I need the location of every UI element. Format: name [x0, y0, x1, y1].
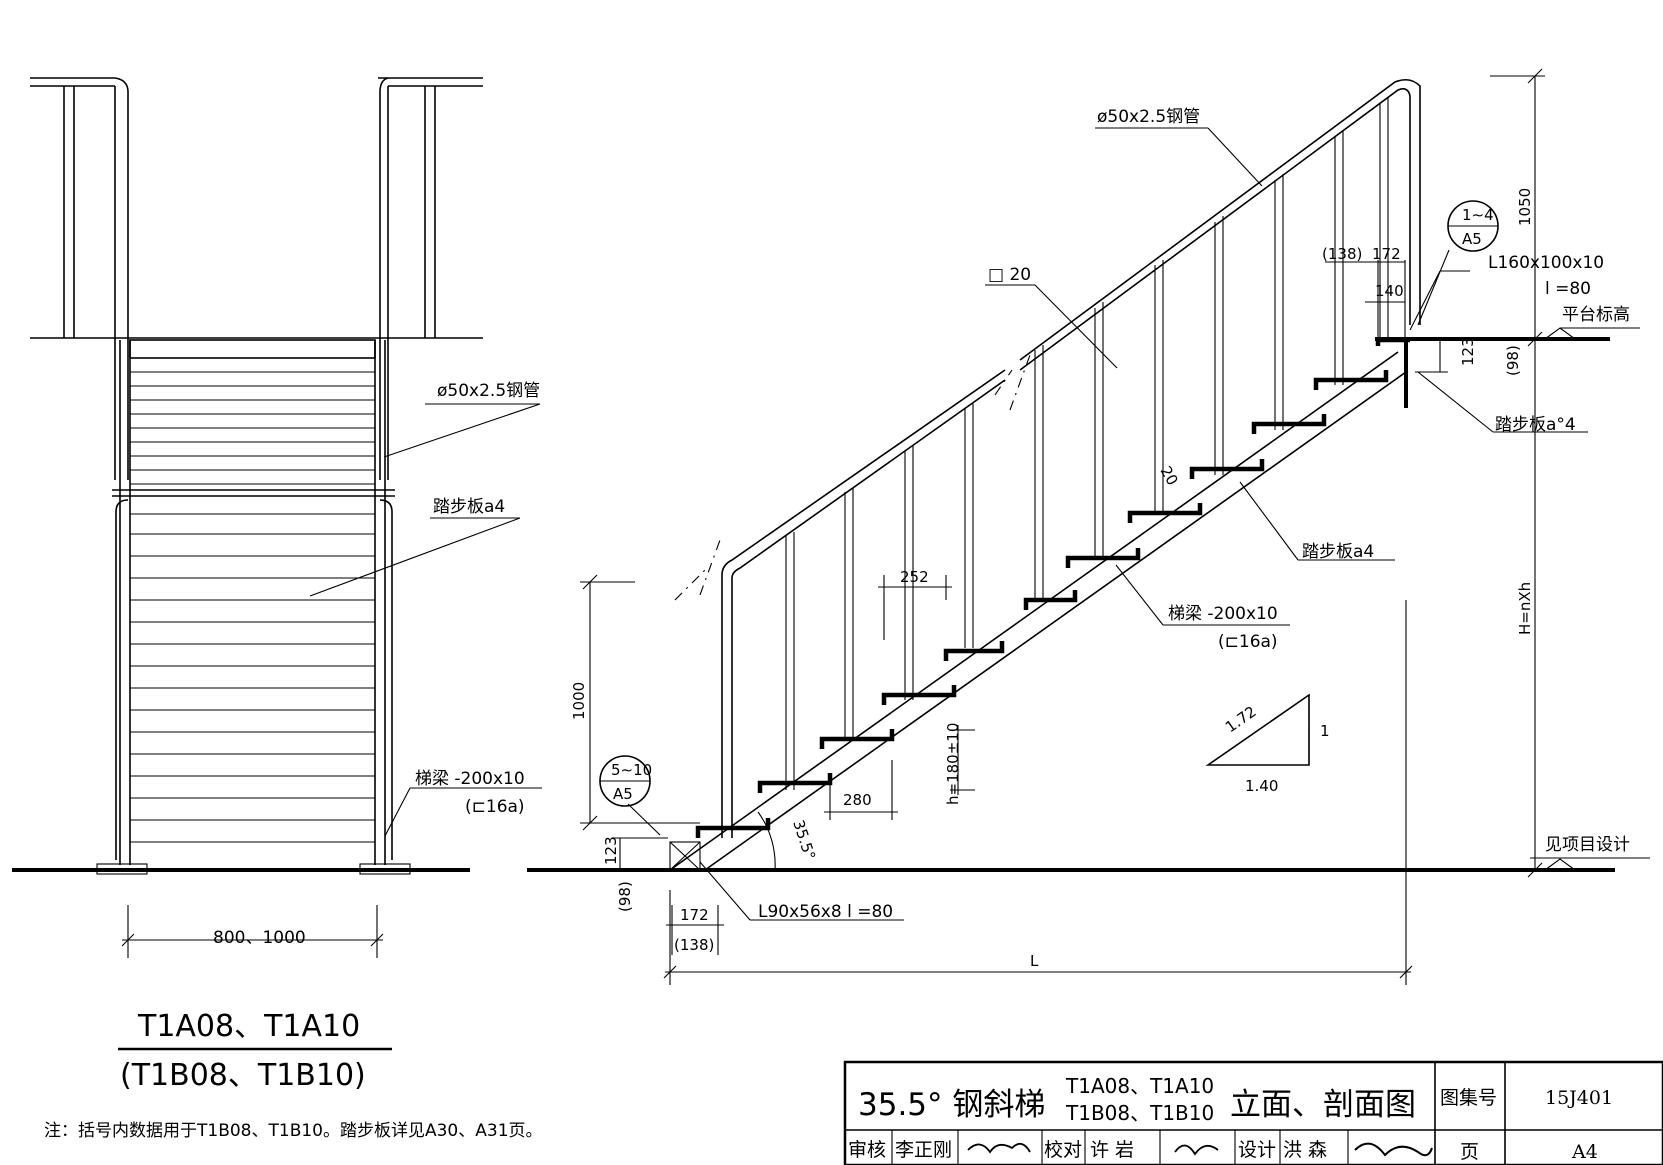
detail-bottom-sheet: A5	[613, 785, 633, 803]
side-pipe-label: ø50x2.5钢管	[1097, 107, 1200, 127]
dim-140: 140	[1375, 282, 1404, 300]
front-view	[12, 77, 542, 958]
slope-base: 1.40	[1245, 777, 1278, 795]
title-suffix: 立面、剖面图	[1230, 1087, 1416, 1123]
dim-123-bottom: 123	[602, 836, 620, 865]
front-beam-alt-label: (⊏16a)	[465, 797, 525, 817]
front-width-dimension: 800、1000	[213, 928, 306, 948]
slope-rise: 1	[1320, 722, 1330, 740]
checker-name: 许 岩	[1090, 1139, 1134, 1161]
dim-L: L	[1030, 952, 1039, 970]
dim-252: 252	[900, 568, 929, 586]
dim-h: h=180±10	[944, 723, 962, 805]
dim-172-bottom: 172	[680, 906, 709, 924]
front-treads-lower	[130, 513, 375, 843]
side-handrail-upper	[1019, 78, 1421, 361]
atlas-number: 15J401	[1545, 1087, 1613, 1109]
atlas-label: 图集号	[1440, 1087, 1497, 1109]
front-beam-label: 梯梁 -200x10	[415, 769, 525, 789]
front-title-alt: (T1B08、T1B10)	[120, 1058, 366, 1093]
side-beam-label: 梯梁 -200x10	[1168, 604, 1278, 624]
side-tread-mid-label: 踏步板a4	[1302, 542, 1374, 562]
check-label: 校对	[1044, 1139, 1082, 1161]
detail-top-number: 1∼4	[1462, 206, 1494, 224]
side-treads	[695, 337, 1410, 838]
dim-138-top: (138)	[1322, 245, 1362, 263]
title-codes-b: T1B08、T1B10	[1065, 1101, 1214, 1125]
bottom-angle-label: L90x56x8 l =80	[758, 902, 893, 922]
checker-signature	[1174, 1144, 1219, 1156]
slope-run: 1.72	[1222, 702, 1260, 736]
front-treads-upper	[130, 371, 375, 485]
dim-280: 280	[843, 791, 872, 809]
side-beam-alt-label: (⊏16a)	[1218, 632, 1278, 652]
side-handrail-lower	[721, 369, 1006, 838]
front-title-main: T1A08、T1A10	[137, 1009, 360, 1044]
title-prefix: 35.5° 钢斜梯	[858, 1087, 1045, 1123]
title-block	[843, 1060, 1663, 1165]
dim-98-bottom: (98)	[616, 881, 634, 912]
side-view	[527, 68, 1650, 985]
ground-level-label: 见项目设计	[1545, 835, 1630, 855]
page-number: A4	[1571, 1141, 1598, 1163]
designer-name: 洪 森	[1283, 1139, 1327, 1161]
platform-level-label: 平台标高	[1562, 305, 1630, 325]
front-tread-label: 踏步板a4	[433, 497, 505, 517]
top-angle-label: L160x100x10	[1488, 253, 1604, 273]
detail-index-top	[1447, 200, 1499, 252]
dim-98-top: (98)	[1504, 345, 1522, 376]
side-post-label: □ 20	[988, 265, 1031, 285]
slope-triangle	[1205, 693, 1310, 766]
detail-index-bottom	[599, 755, 651, 807]
dim-1050: 1050	[1516, 188, 1534, 226]
designer-signature	[1354, 1142, 1433, 1157]
side-stringer-bottom	[704, 371, 1407, 871]
dim-H: H=nXh	[1516, 582, 1534, 635]
dim-angle: 35.5°	[789, 818, 819, 862]
dim-172-top: 172	[1372, 245, 1401, 263]
page-label: 页	[1460, 1141, 1479, 1163]
detail-top-sheet: A5	[1462, 230, 1482, 248]
side-balusters	[785, 98, 1389, 790]
title-codes-a: T1A08、T1A10	[1065, 1074, 1214, 1098]
dim-138-bottom: (138)	[674, 936, 714, 954]
front-pipe-label: ø50x2.5钢管	[437, 381, 540, 401]
review-label: 审核	[848, 1139, 886, 1161]
detail-bottom-number: 5∼10	[611, 761, 652, 779]
side-stringer-top	[669, 351, 1399, 871]
note-text: 注：括号内数据用于T1B08、T1B10。踏步板详见A30、A31页。	[44, 1121, 543, 1141]
side-tread-top-label: 踏步板a°4	[1495, 415, 1576, 435]
reviewer-signature	[967, 1142, 1031, 1154]
dim-1000: 1000	[570, 682, 588, 720]
dim-123-top: 123	[1459, 337, 1477, 366]
dim-20: 20	[1157, 463, 1182, 489]
top-angle-length-label: l =80	[1545, 279, 1591, 299]
design-label: 设计	[1238, 1139, 1276, 1161]
reviewer-name: 李正刚	[895, 1139, 952, 1161]
